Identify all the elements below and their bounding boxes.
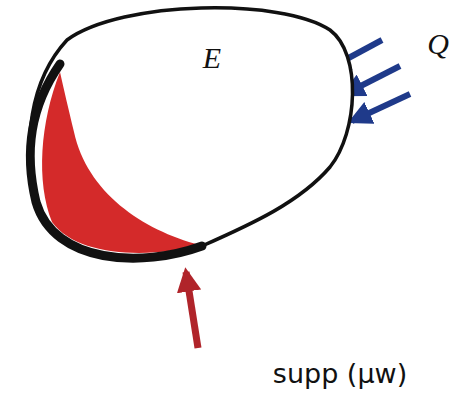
flux-label: Q: [427, 27, 449, 61]
region-blob: E: [12, 2, 357, 270]
region-label: E: [203, 41, 221, 75]
support-region: [42, 72, 200, 253]
blob-boundary: [30, 8, 353, 258]
flux-arrow: [352, 94, 410, 121]
support-pointer: [186, 272, 198, 348]
blob-outline: [12, 2, 357, 270]
support-label: supp (μw): [273, 358, 407, 389]
support-boundary: [30, 64, 202, 258]
